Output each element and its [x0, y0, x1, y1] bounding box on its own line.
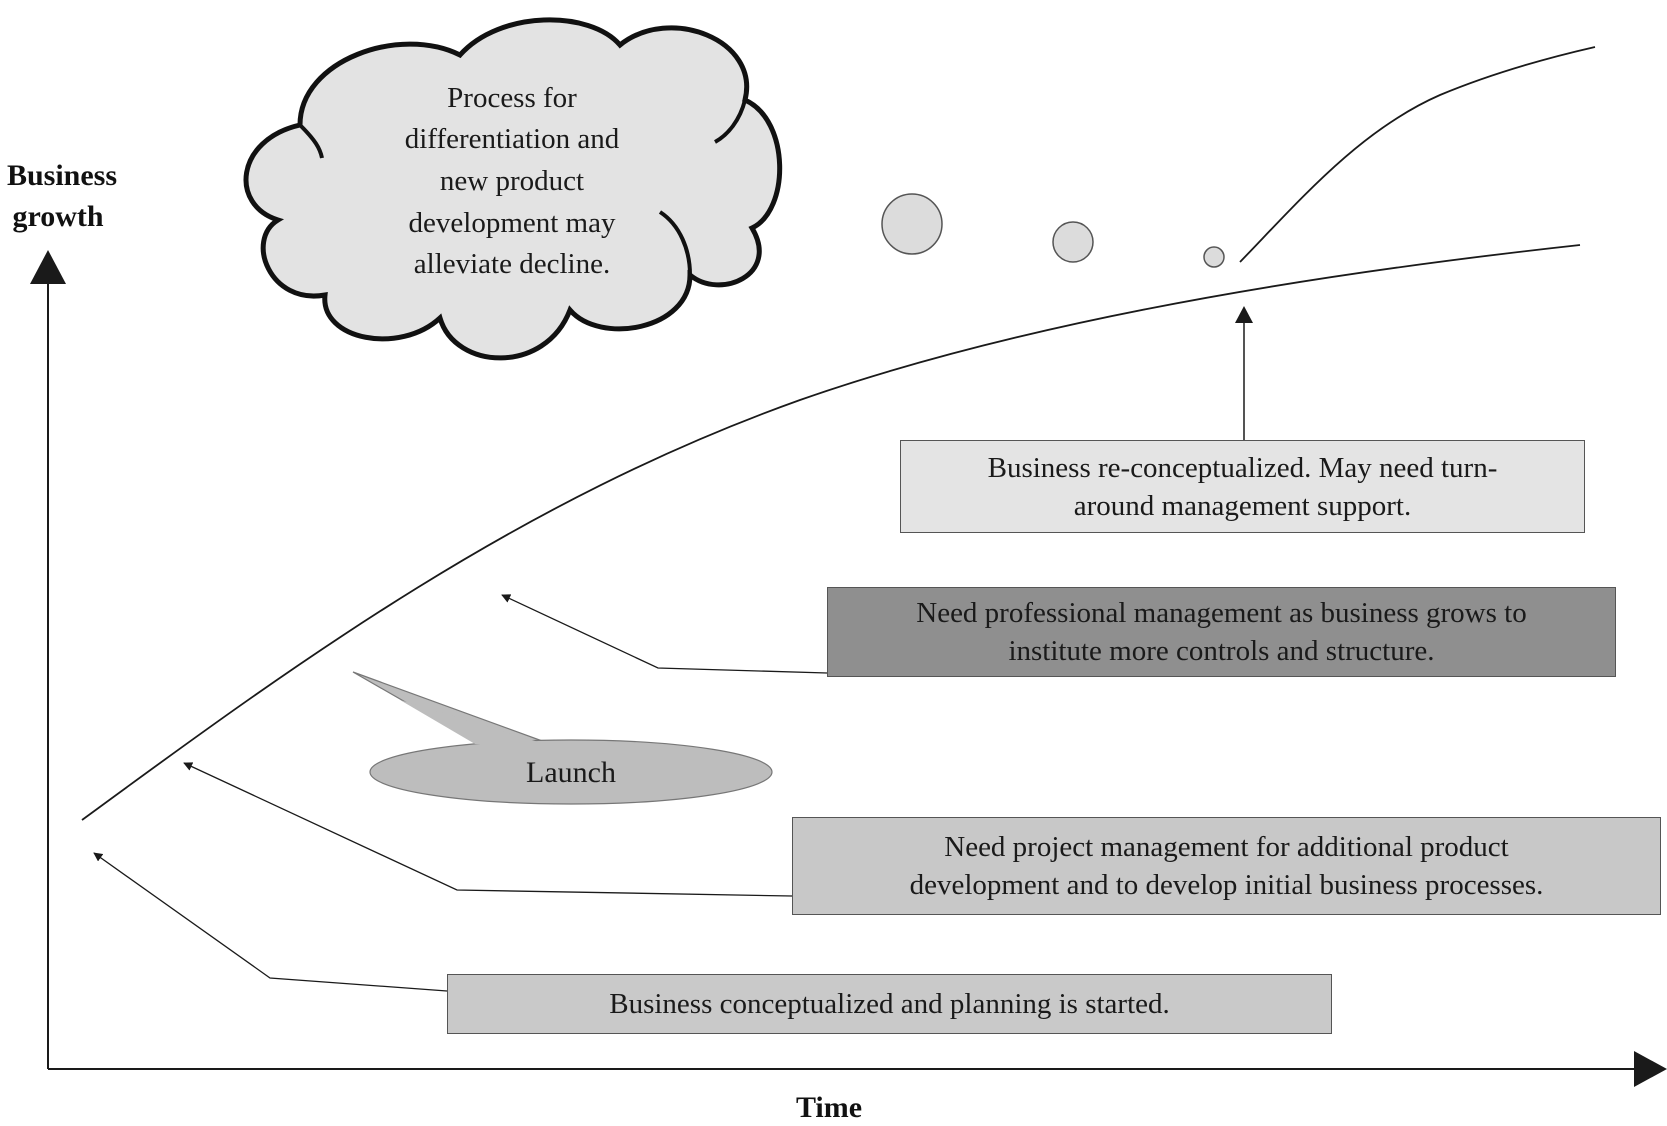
- thought-dot-small: [1203, 246, 1225, 268]
- box-business-reconceptualized: Business re-conceptualized. May need tur…: [900, 440, 1585, 533]
- arrow-reconceptualized-head: [1235, 306, 1253, 323]
- renewal-curve: [1239, 46, 1596, 263]
- growth-curve: [81, 244, 1581, 821]
- launch-bubble: [352, 671, 773, 805]
- box-professional-line2: institute more controls and structure.: [1008, 635, 1435, 667]
- thought-dot-large: [881, 193, 943, 255]
- x-axis-label: Time: [796, 1091, 862, 1124]
- arrow-conceptualized: [93, 852, 448, 992]
- box-reconcept-line1: Business re-conceptualized. May need tur…: [987, 451, 1498, 484]
- box-project-line1: Need project management for additional p…: [944, 831, 1509, 863]
- y-axis-arrowhead: [30, 250, 66, 284]
- box-project-line2: development and to develop initial busin…: [909, 869, 1544, 901]
- y-axis-label-line1: Business: [7, 159, 117, 192]
- cloud-text-line5: alleviate decline.: [414, 248, 610, 280]
- thought-cloud: [243, 17, 783, 361]
- thought-dot-medium: [1052, 221, 1094, 263]
- cloud-text-line4: development may: [409, 207, 616, 239]
- arrow-professional: [501, 594, 828, 674]
- launch-label: Launch: [526, 756, 616, 789]
- box-project-management: Need project management for additional p…: [792, 817, 1661, 915]
- y-axis-label-line2: growth: [12, 200, 103, 233]
- arrow-project: [183, 762, 793, 897]
- x-axis-arrowhead: [1634, 1051, 1667, 1087]
- cloud-text-line2: differentiation and: [405, 123, 620, 155]
- cloud-text-line3: new product: [440, 165, 584, 197]
- box-conceptualized-line1: Business conceptualized and planning is …: [609, 988, 1170, 1020]
- box-reconcept-line2: around management support.: [1073, 489, 1412, 522]
- box-professional-line1: Need professional management as business…: [916, 597, 1527, 629]
- cloud-text-line1: Process for: [447, 82, 577, 114]
- box-business-conceptualized: Business conceptualized and planning is …: [447, 974, 1332, 1034]
- box-professional-management: Need professional management as business…: [827, 587, 1616, 677]
